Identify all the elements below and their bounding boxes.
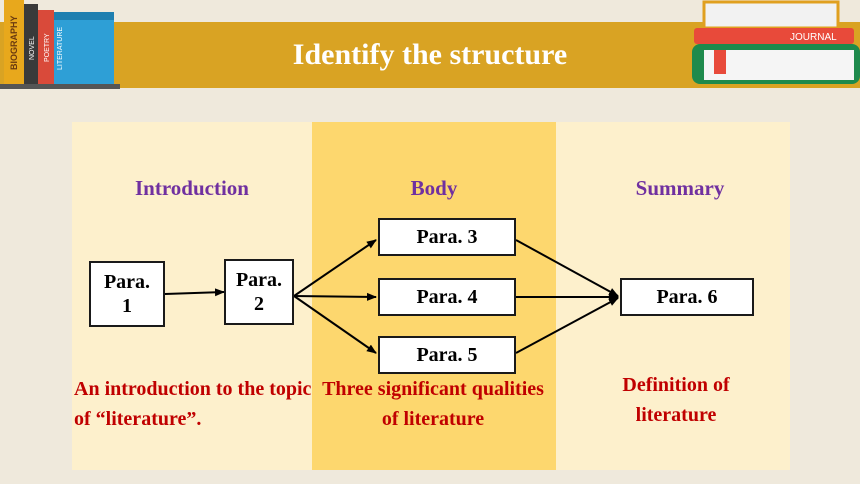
arrow-para3-to-para6 [515,239,619,297]
description-summary: Definition of literature [622,374,730,426]
arrow-para2-to-para3 [293,239,377,297]
book-label-novel: NOVEL [29,36,36,60]
box-para-5: Para. 5 [378,336,516,374]
description-introduction: An introduction to the topic of “literat… [74,378,312,430]
book-label-poetry: POETRY [44,33,51,62]
page-title: Identify the structure [292,38,568,71]
description-body: Three significant qualities of literatur… [322,378,544,430]
book-label-journal: JOURNAL [790,32,837,43]
book-label-literature: LITERATURE [57,27,64,70]
box-para-2: Para. 2 [224,259,294,325]
arrow-para2-to-para4 [293,292,377,301]
books-right-icon: JOURNAL [692,0,860,84]
box-para-6: Para. 6 [620,278,754,316]
arrow-para2-to-para5 [293,295,377,354]
arrow-para5-to-para6 [515,297,619,354]
heading-body: Body [410,176,458,200]
heading-summary: Summary [635,176,725,200]
heading-introduction: Introduction [135,176,249,200]
book-label-biography: BIOGRAPHY [9,15,19,70]
box-para-1: Para. 1 [89,261,165,327]
books-left-icon: BIOGRAPHY NOVEL POETRY LITERATURE [0,0,120,89]
box-para-4: Para. 4 [378,278,516,316]
box-para-3: Para. 3 [378,218,516,256]
arrow-para1-to-para2 [164,288,225,297]
